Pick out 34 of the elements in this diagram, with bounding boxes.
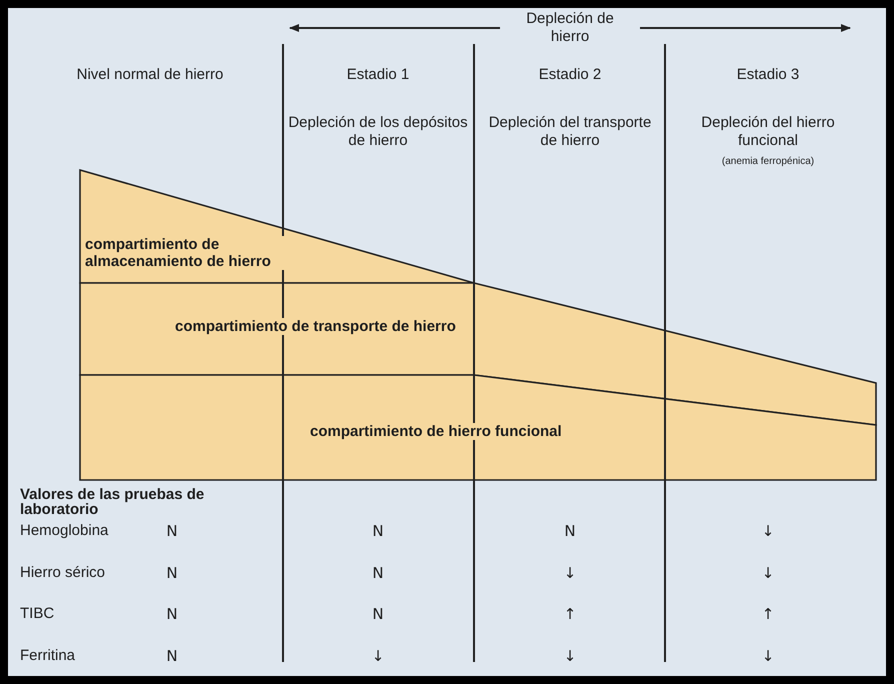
row-label: Ferritina bbox=[20, 646, 76, 664]
table-cell-text: ↓ bbox=[762, 646, 774, 666]
column-heading: Nivel normal de hierro bbox=[76, 66, 224, 84]
row-label: Hierro sérico bbox=[20, 564, 106, 582]
table-cell-text: ↓ bbox=[762, 562, 774, 584]
table-cell-text: N bbox=[166, 646, 178, 666]
table-cell-text: N bbox=[166, 521, 178, 542]
table-cell-text: ↓ bbox=[372, 646, 384, 666]
table-cell-text: N bbox=[564, 521, 576, 542]
table-cell-text: N bbox=[166, 562, 178, 584]
row-label: TIBC bbox=[20, 605, 56, 623]
stage-description: Depleción de los depósitos de hierro bbox=[287, 114, 469, 150]
table-cell-text: N bbox=[372, 521, 384, 542]
compartment-band bbox=[80, 375, 876, 480]
table-cell-text: N bbox=[166, 604, 178, 625]
table-cell-text: N bbox=[372, 604, 384, 625]
table-cell-text: ↓ bbox=[564, 646, 576, 666]
stage-description: Depleción del hierro funcional bbox=[700, 114, 836, 150]
band-label: compartimiento de almacenamiento de hierro bbox=[85, 236, 285, 270]
stage-description: Depleción del transporte de hierro bbox=[488, 114, 652, 150]
band-label: compartimiento de transporte de hierro bbox=[175, 318, 456, 335]
table-cell-text: ↓ bbox=[564, 562, 576, 584]
table-cell-text: ↑ bbox=[762, 604, 774, 625]
compartment-band bbox=[80, 170, 474, 283]
table-cell-text: ↓ bbox=[762, 521, 774, 542]
table-heading: Valores de las pruebas de laboratorio bbox=[20, 487, 206, 517]
row-label: Hemoglobina bbox=[20, 522, 110, 540]
table-cell-text: ↑ bbox=[564, 604, 576, 625]
note: (anemia ferropénica) bbox=[720, 155, 816, 169]
column-heading: Estadio 1 bbox=[346, 66, 410, 84]
band-label: compartimiento de hierro funcional bbox=[310, 423, 562, 440]
column-heading: Estadio 3 bbox=[736, 66, 800, 84]
column-heading: Estadio 2 bbox=[538, 66, 602, 84]
table-cell-text: N bbox=[372, 562, 384, 584]
